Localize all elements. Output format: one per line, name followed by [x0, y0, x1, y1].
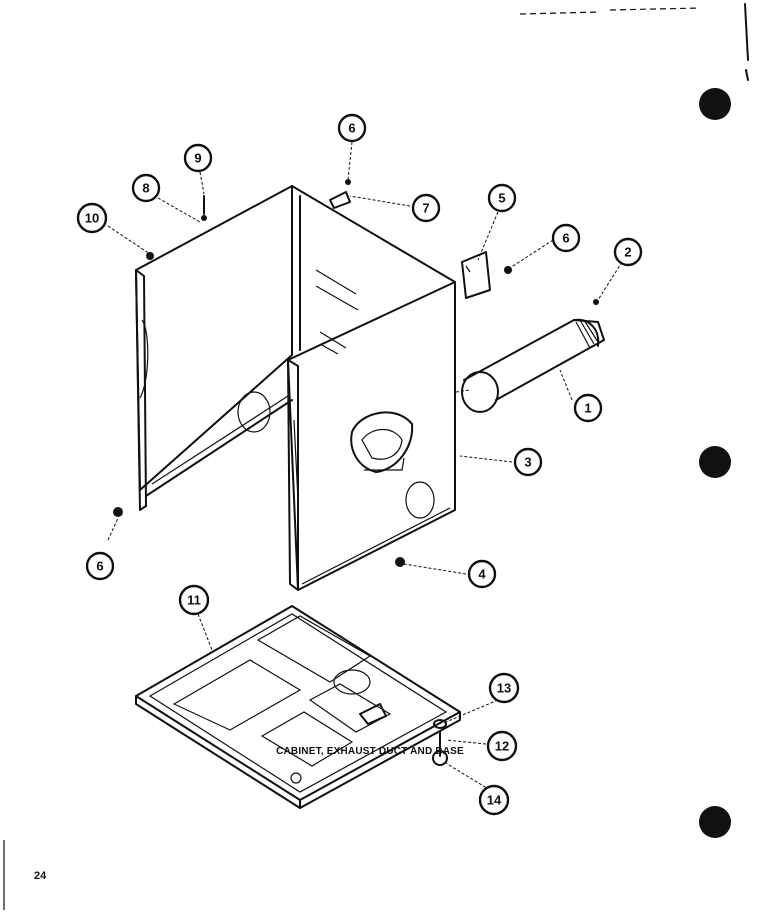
- callout-2: 2: [613, 237, 643, 267]
- callout-4: 4: [467, 559, 497, 589]
- callout-6-right-label: 6: [562, 231, 569, 246]
- callout-12-label: 12: [495, 739, 509, 754]
- page-number: 24: [34, 870, 47, 882]
- callout-6-left: 6: [85, 551, 115, 581]
- callout-1: 1: [573, 393, 603, 423]
- callout-3-label: 3: [524, 455, 531, 470]
- callout-14-label: 14: [487, 793, 502, 808]
- callout-12: 12: [486, 730, 518, 762]
- cabinet-side-panel: [287, 281, 456, 591]
- fasteners: [113, 179, 599, 766]
- cabinet-rear-panel: [135, 185, 456, 511]
- callout-13-label: 13: [497, 681, 511, 696]
- callout-1-label: 1: [584, 401, 591, 416]
- diagram-caption: CABINET, EXHAUST DUCT AND BASE: [276, 746, 464, 757]
- callout-13: 13: [488, 672, 520, 704]
- callout-11: 11: [178, 584, 210, 616]
- callout-3: 3: [513, 447, 543, 477]
- callout-7-label: 7: [422, 201, 429, 216]
- leader-lines: [107, 141, 623, 791]
- callout-6-top: 6: [337, 113, 367, 143]
- callout-6-right: 6: [551, 223, 581, 253]
- callout-7: 7: [411, 193, 441, 223]
- callout-4-label: 4: [478, 567, 486, 582]
- callout-9: 9: [183, 143, 213, 173]
- base-plate: [135, 605, 461, 809]
- callout-8: 8: [131, 173, 161, 203]
- exhaust-bracket: [461, 251, 491, 299]
- callout-6-left-label: 6: [96, 559, 103, 574]
- callout-5-label: 5: [498, 191, 505, 206]
- callout-6-top-label: 6: [348, 121, 355, 136]
- callout-10-label: 10: [85, 211, 99, 226]
- callout-5: 5: [487, 183, 517, 213]
- callout-8-label: 8: [142, 181, 149, 196]
- callout-14: 14: [478, 784, 510, 816]
- callout-11-label: 11: [187, 593, 201, 608]
- scan-artifacts: [3, 3, 749, 910]
- callout-9-label: 9: [194, 151, 201, 166]
- callout-2-label: 2: [624, 245, 631, 260]
- callout-10: 10: [76, 202, 108, 234]
- exhaust-duct: [455, 318, 605, 413]
